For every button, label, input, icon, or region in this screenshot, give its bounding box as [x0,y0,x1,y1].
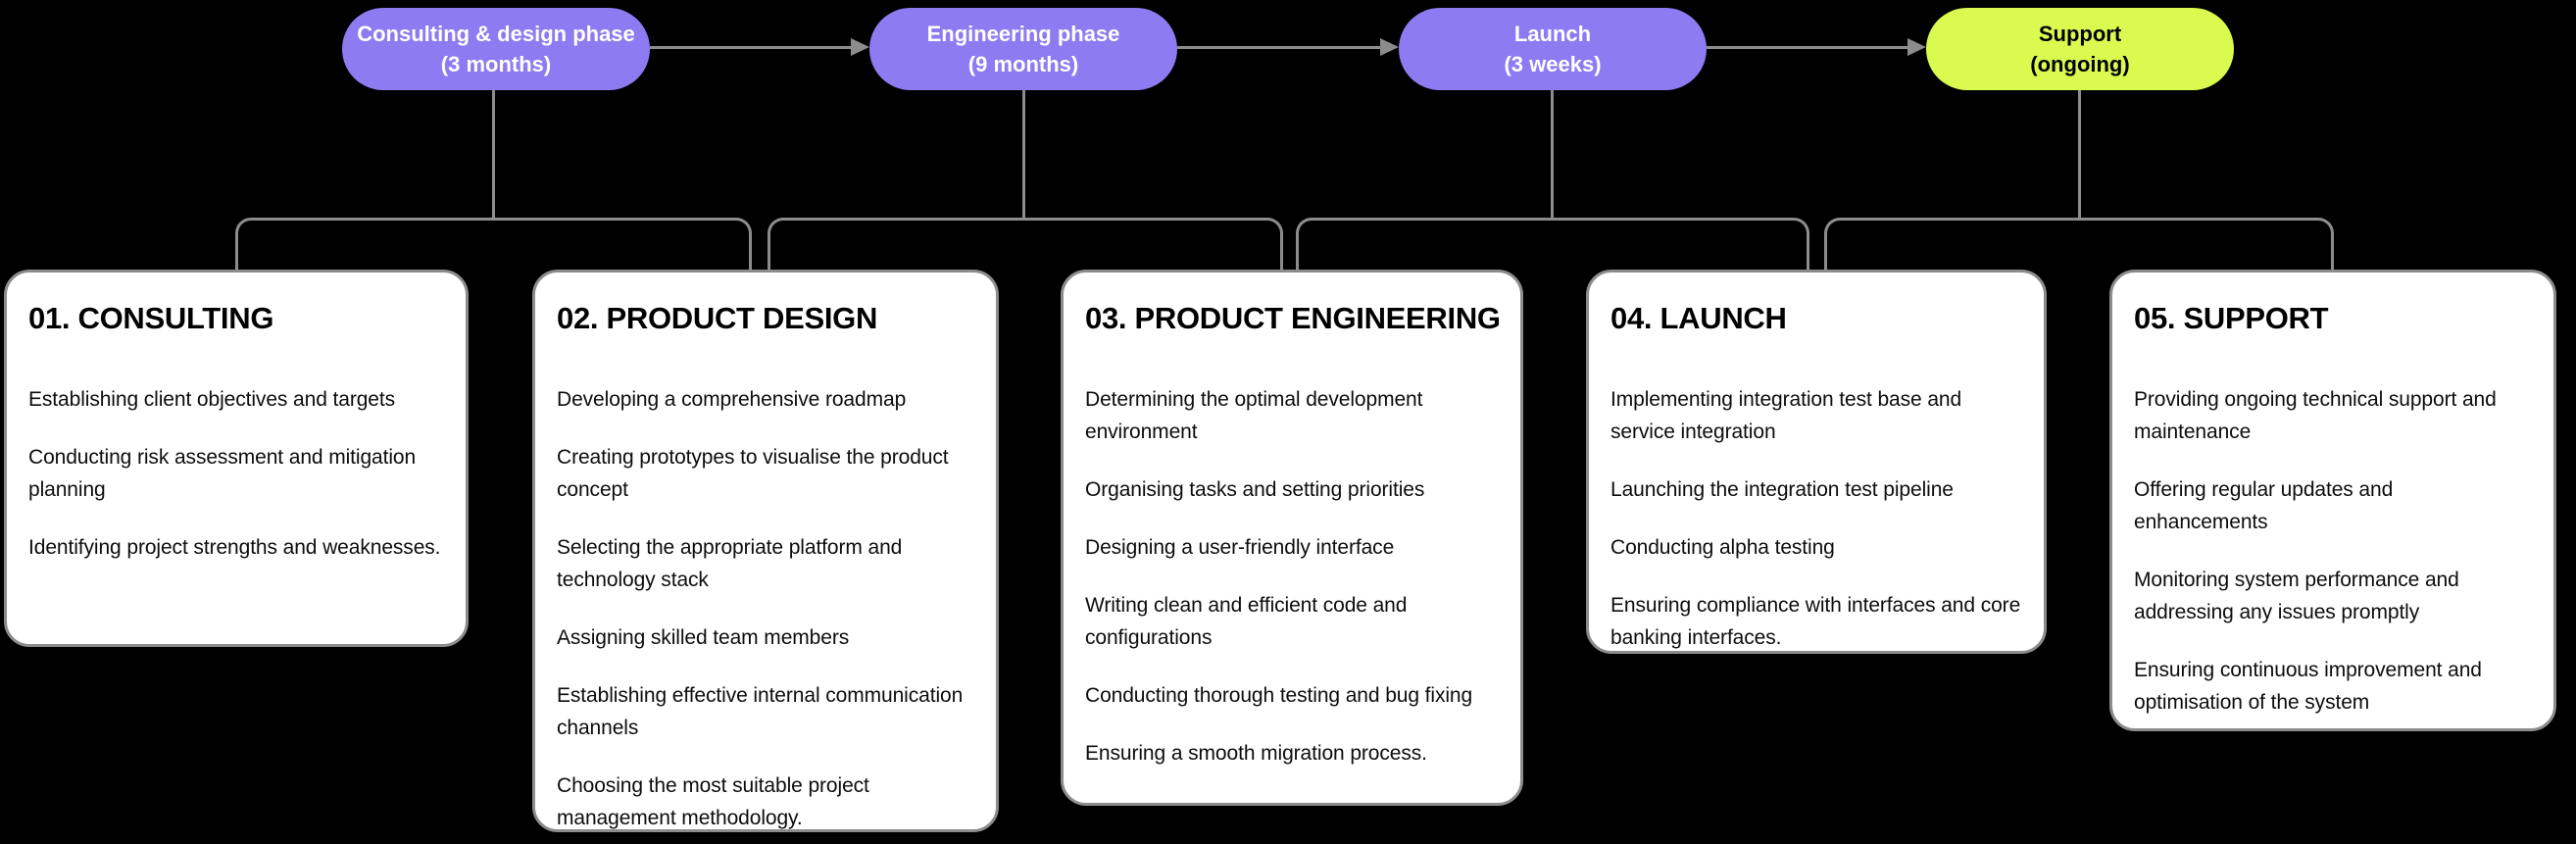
connector-stub [1551,90,1554,220]
card-title: 01. CONSULTING [28,301,274,335]
phase-duration: (ongoing) [2030,52,2130,76]
list-item: Conducting risk assessment and mitigatio… [28,446,417,501]
phase-duration: (9 months) [967,52,1079,76]
list-item: Developing a comprehensive roadmap [557,388,907,411]
phase-name: Consulting & design phase [357,22,635,46]
card-support: 05. SUPPORT Providing ongoing technical … [2109,270,2556,731]
connector-stub [492,90,495,220]
list-item: Organising tasks and setting priorities [1085,478,1425,501]
phase-name: Engineering phase [926,22,1120,46]
connector-stub [1022,90,1025,220]
list-item: Providing ongoing technical support and … [2134,388,2497,443]
list-item: Ensuring a smooth migration process. [1085,742,1427,765]
list-item: Choosing the most suitable project manag… [557,774,869,829]
arrow-line [1177,46,1380,49]
phase-pill-engineering: Engineering phase (9 months) [869,8,1177,90]
card-title: 02. PRODUCT DESIGN [557,301,878,335]
connector-bracket [1296,218,1809,272]
phase-name: Support [2038,22,2122,46]
card-product-engineering: 03. PRODUCT ENGINEERING Determining the … [1061,270,1523,806]
connector-bracket [768,218,1283,272]
phase-duration: (3 months) [440,52,552,76]
arrow-line [650,46,853,49]
card-consulting: 01. CONSULTING Establishing client objec… [4,270,469,647]
list-item: Ensuring continuous improvement and opti… [2134,659,2482,714]
list-item: Selecting the appropriate platform and t… [557,536,903,591]
list-item: Launching the integration test pipeline [1610,478,1954,501]
phase-pill-support: Support (ongoing) [1926,8,2234,90]
connector-stub [2078,90,2081,220]
phase-name: Launch [1513,22,1592,46]
list-item: Conducting alpha testing [1610,536,1835,559]
phase-pill-consulting-design: Consulting & design phase (3 months) [342,8,650,90]
list-item: Creating prototypes to visualise the pro… [557,446,949,501]
arrow-head-icon [1907,38,1926,56]
arrow-head-icon [1380,38,1399,56]
phase-pill-launch: Launch (3 weeks) [1399,8,1707,90]
list-item: Ensuring compliance with interfaces and … [1610,594,2021,649]
card-title: 03. PRODUCT ENGINEERING [1085,301,1501,335]
list-item: Monitoring system performance and addres… [2134,569,2459,623]
list-item: Implementing integration test base and s… [1610,388,1962,443]
list-item: Identifying project strengths and weakne… [28,536,441,559]
list-item: Assigning skilled team members [557,626,850,649]
list-item: Designing a user-friendly interface [1085,536,1395,559]
card-product-design: 02. PRODUCT DESIGN Developing a comprehe… [532,270,999,832]
list-item: Conducting thorough testing and bug fixi… [1085,684,1473,707]
list-item: Determining the optimal development envi… [1085,388,1423,443]
list-item: Establishing client objectives and targe… [28,388,396,411]
arrow-head-icon [851,38,869,56]
list-item: Writing clean and efficient code and con… [1085,594,1408,649]
card-title: 04. LAUNCH [1610,301,1787,335]
connector-bracket [235,218,752,272]
card-launch: 04. LAUNCH Implementing integration test… [1586,270,2047,654]
card-title: 05. SUPPORT [2134,301,2329,335]
connector-bracket [1824,218,2334,272]
phase-duration: (3 weeks) [1504,52,1602,76]
list-item: Offering regular updates and enhancement… [2134,478,2394,533]
arrow-line [1707,46,1907,49]
list-item: Establishing effective internal communic… [557,684,964,739]
